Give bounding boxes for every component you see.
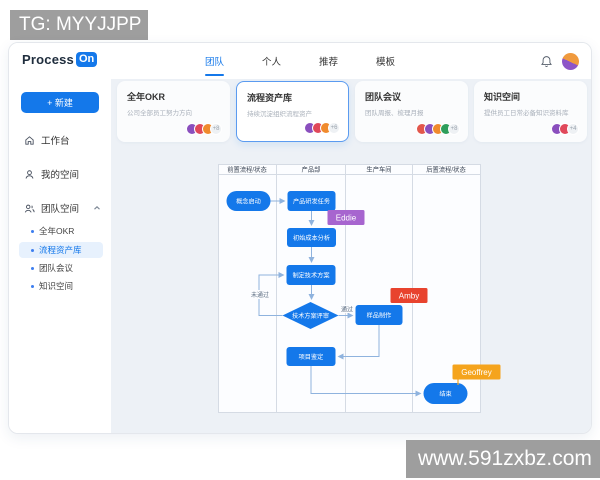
sidebar-subitem-process-assets[interactable]: 流程资产库 <box>19 242 103 258</box>
sidebar-subitem-team-meeting[interactable]: 团队会议 <box>19 260 103 276</box>
user-avatar[interactable] <box>562 52 579 70</box>
sub-item-label: 流程资产库 <box>39 245 82 255</box>
tag-amby <box>390 288 428 303</box>
sidebar-subitem-okr[interactable]: 全年OKR <box>19 223 103 239</box>
tab-team[interactable]: 团队 <box>205 43 225 79</box>
bullet-dot <box>31 229 34 233</box>
avatar-group: +8 <box>186 123 222 135</box>
card-knowledge[interactable]: 知识空间 提供员工日常必备知识资料库 +4 <box>474 81 587 142</box>
card-title: 团队会议 <box>365 92 402 102</box>
card-process-assets[interactable]: 流程资产库 持续沉淀组织流程资产 +6 <box>236 81 349 142</box>
card-team-meeting[interactable]: 团队会议 团队周报、梳理月报 +8 <box>355 81 468 142</box>
svg-text:Amby: Amby <box>399 292 419 301</box>
bullet-dot <box>31 266 34 270</box>
lane-header-workshop: 生产车间 <box>366 165 391 174</box>
tab-template[interactable]: 模板 <box>376 57 396 68</box>
card-subtitle: 公司全部员工努力方向 <box>127 110 192 117</box>
processon-logo[interactable]: Process On <box>22 52 98 67</box>
card-title: 全年OKR <box>127 92 165 102</box>
avatar-extra-count: +4 <box>567 123 579 135</box>
chevron-up-icon[interactable] <box>93 204 101 212</box>
flowchart-canvas[interactable]: 前置流程/状态 产品部 生产车间 后置流程/状态 <box>218 164 510 414</box>
avatar-extra-count: +8 <box>210 123 222 135</box>
card-title: 知识空间 <box>484 92 521 102</box>
watermark-top-left: TG: MYYJJPP <box>10 10 148 40</box>
sidebar: + 新建 工作台 我的空间 团队空间 <box>9 79 111 433</box>
node-sample <box>355 305 403 325</box>
user-icon <box>25 169 34 179</box>
person-tags: Eddie Amby Geoffrey <box>327 210 501 385</box>
card-subtitle: 持续沉淀组织流程资产 <box>247 111 312 118</box>
node-appraisal <box>286 347 336 366</box>
card-subtitle: 团队周报、梳理月报 <box>365 110 424 117</box>
team-icon <box>24 204 35 213</box>
node-end <box>423 383 468 404</box>
avatar-extra-count: +6 <box>328 122 340 134</box>
node-review-diamond <box>282 302 339 329</box>
space-cards: 全年OKR 公司全部员工努力方向 +8 流程资产库 持续沉淀组织流程资产 +6 … <box>117 81 587 142</box>
sidebar-item-label: 团队空间 <box>41 204 80 215</box>
edge-label-pass: 通过 <box>341 305 353 313</box>
svg-text:结束: 结束 <box>439 390 451 398</box>
topbar-actions <box>540 43 579 79</box>
sidebar-item-workbench[interactable]: 工作台 <box>9 131 111 149</box>
edge-labels: 未通过 通过 <box>249 290 354 313</box>
node-task <box>287 191 336 211</box>
svg-text:样品制作: 样品制作 <box>367 311 392 319</box>
avatar-group: +6 <box>304 122 340 134</box>
sidebar-item-my-space[interactable]: 我的空间 <box>9 165 111 183</box>
card-title: 流程资产库 <box>247 93 293 103</box>
sub-item-label: 全年OKR <box>39 226 75 236</box>
new-button[interactable]: + 新建 <box>21 92 99 113</box>
watermark-bottom-right: www.591zxbz.com <box>406 440 600 478</box>
tab-recommend[interactable]: 推荐 <box>319 57 339 68</box>
sidebar-subitem-knowledge[interactable]: 知识空间 <box>19 278 103 294</box>
home-icon <box>25 135 34 145</box>
flow-nodes[interactable]: 概念启动 产品研发任务 初始成本分析 制定技术方案 技术方案评审 样品制作 项目… <box>226 191 468 404</box>
lane-header-product: 产品部 <box>302 165 321 174</box>
tag-geoffrey <box>452 364 501 380</box>
svg-text:概念启动: 概念启动 <box>236 197 261 205</box>
tag-eddie <box>327 210 365 225</box>
avatar-group: +8 <box>416 123 460 135</box>
sidebar-item-team-space[interactable]: 团队空间 <box>9 199 111 217</box>
flowchart-svg: 前置流程/状态 产品部 生产车间 后置流程/状态 <box>218 164 501 413</box>
avatar-extra-count: +8 <box>448 123 460 135</box>
bullet-dot <box>31 284 34 288</box>
bell-icon[interactable] <box>540 55 553 68</box>
card-okr[interactable]: 全年OKR 公司全部员工努力方向 +8 <box>117 81 230 142</box>
node-cost <box>287 228 336 247</box>
node-plan <box>286 265 336 285</box>
bullet-dot <box>31 248 34 252</box>
card-subtitle: 提供员工日常必备知识资料库 <box>484 110 569 117</box>
svg-text:产品研发任务: 产品研发任务 <box>293 197 330 205</box>
topbar: Process On 团队 个人 推荐 模板 <box>9 43 591 79</box>
svg-text:技术方案评审: 技术方案评审 <box>292 312 329 320</box>
top-nav-tabs: 团队 个人 推荐 模板 <box>205 43 395 79</box>
avatar-group: +4 <box>551 123 579 135</box>
svg-text:Geoffrey: Geoffrey <box>461 368 492 377</box>
sidebar-item-label: 我的空间 <box>41 170 80 181</box>
sub-item-label: 知识空间 <box>39 281 74 291</box>
svg-text:Eddie: Eddie <box>336 214 357 223</box>
processon-window: Process On 团队 个人 推荐 模板 + 新建 <box>8 42 592 434</box>
tab-personal[interactable]: 个人 <box>262 57 282 68</box>
lane-header-pre: 前置流程/状态 <box>227 165 267 174</box>
lane-header-post: 后置流程/状态 <box>426 165 466 174</box>
logo-text: Process <box>22 52 74 67</box>
sub-item-label: 团队会议 <box>39 263 74 273</box>
main-content: 全年OKR 公司全部员工努力方向 +8 流程资产库 持续沉淀组织流程资产 +6 … <box>111 79 591 433</box>
logo-badge: On <box>76 52 98 67</box>
sidebar-item-label: 工作台 <box>41 136 70 147</box>
svg-text:项目鉴定: 项目鉴定 <box>299 353 324 361</box>
node-start <box>226 191 271 211</box>
edge-label-fail: 未通过 <box>251 291 269 299</box>
flow-edges <box>258 198 422 397</box>
svg-text:制定技术方案: 制定技术方案 <box>292 271 330 279</box>
svg-text:初始成本分析: 初始成本分析 <box>293 234 330 242</box>
